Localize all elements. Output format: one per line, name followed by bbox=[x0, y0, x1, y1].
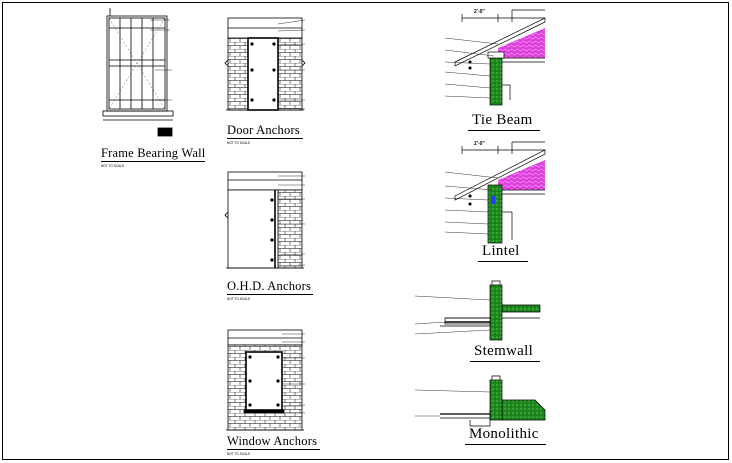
stemwall-title: Stemwall bbox=[474, 343, 534, 359]
title-underline bbox=[470, 361, 540, 362]
tie-beam-title: Tie Beam bbox=[472, 112, 533, 128]
window-anchors-detail bbox=[226, 329, 304, 431]
frame-bearing-wall-title: Frame Bearing Wall bbox=[101, 146, 206, 160]
door-anchors-detail bbox=[224, 17, 306, 111]
door-leaders bbox=[277, 19, 306, 110]
title-underline bbox=[468, 130, 540, 131]
frame-bearing-wall-detail bbox=[102, 8, 174, 137]
tie-beam-leaders bbox=[444, 37, 499, 99]
title-underline bbox=[227, 138, 303, 139]
scale-note: NOT TO SCALE bbox=[101, 164, 125, 168]
window-anchors-title: Window Anchors bbox=[227, 434, 318, 448]
stemwall-leaders bbox=[414, 295, 491, 335]
ohd-leaders bbox=[277, 175, 306, 267]
title-underline bbox=[227, 449, 320, 450]
ohd-anchors-title: O.H.D. Anchors bbox=[227, 279, 312, 293]
tie-beam-dimension: 2'-0" bbox=[474, 9, 485, 15]
stemwall-detail bbox=[440, 280, 541, 341]
scale-note: NOT TO SCALE bbox=[227, 297, 251, 301]
monolithic-title: Monolithic bbox=[469, 426, 539, 442]
title-underline bbox=[465, 444, 546, 445]
monolithic-detail bbox=[440, 375, 546, 427]
scale-note: NOT TO SCALE bbox=[227, 141, 251, 145]
lintel-dimension: 2'-0" bbox=[474, 141, 485, 147]
tie-beam-detail bbox=[454, 9, 546, 106]
door-anchors-title: Door Anchors bbox=[227, 123, 300, 137]
lintel-detail bbox=[454, 141, 546, 244]
monolithic-leaders bbox=[414, 389, 491, 417]
lintel-leaders bbox=[444, 171, 499, 235]
lintel-title: Lintel bbox=[482, 243, 520, 259]
title-underline bbox=[101, 161, 205, 162]
window-leaders bbox=[281, 333, 306, 414]
ohd-anchors-detail bbox=[224, 171, 304, 269]
title-underline bbox=[478, 261, 528, 262]
scale-note: NOT TO SCALE bbox=[227, 452, 251, 456]
title-underline bbox=[227, 294, 313, 295]
